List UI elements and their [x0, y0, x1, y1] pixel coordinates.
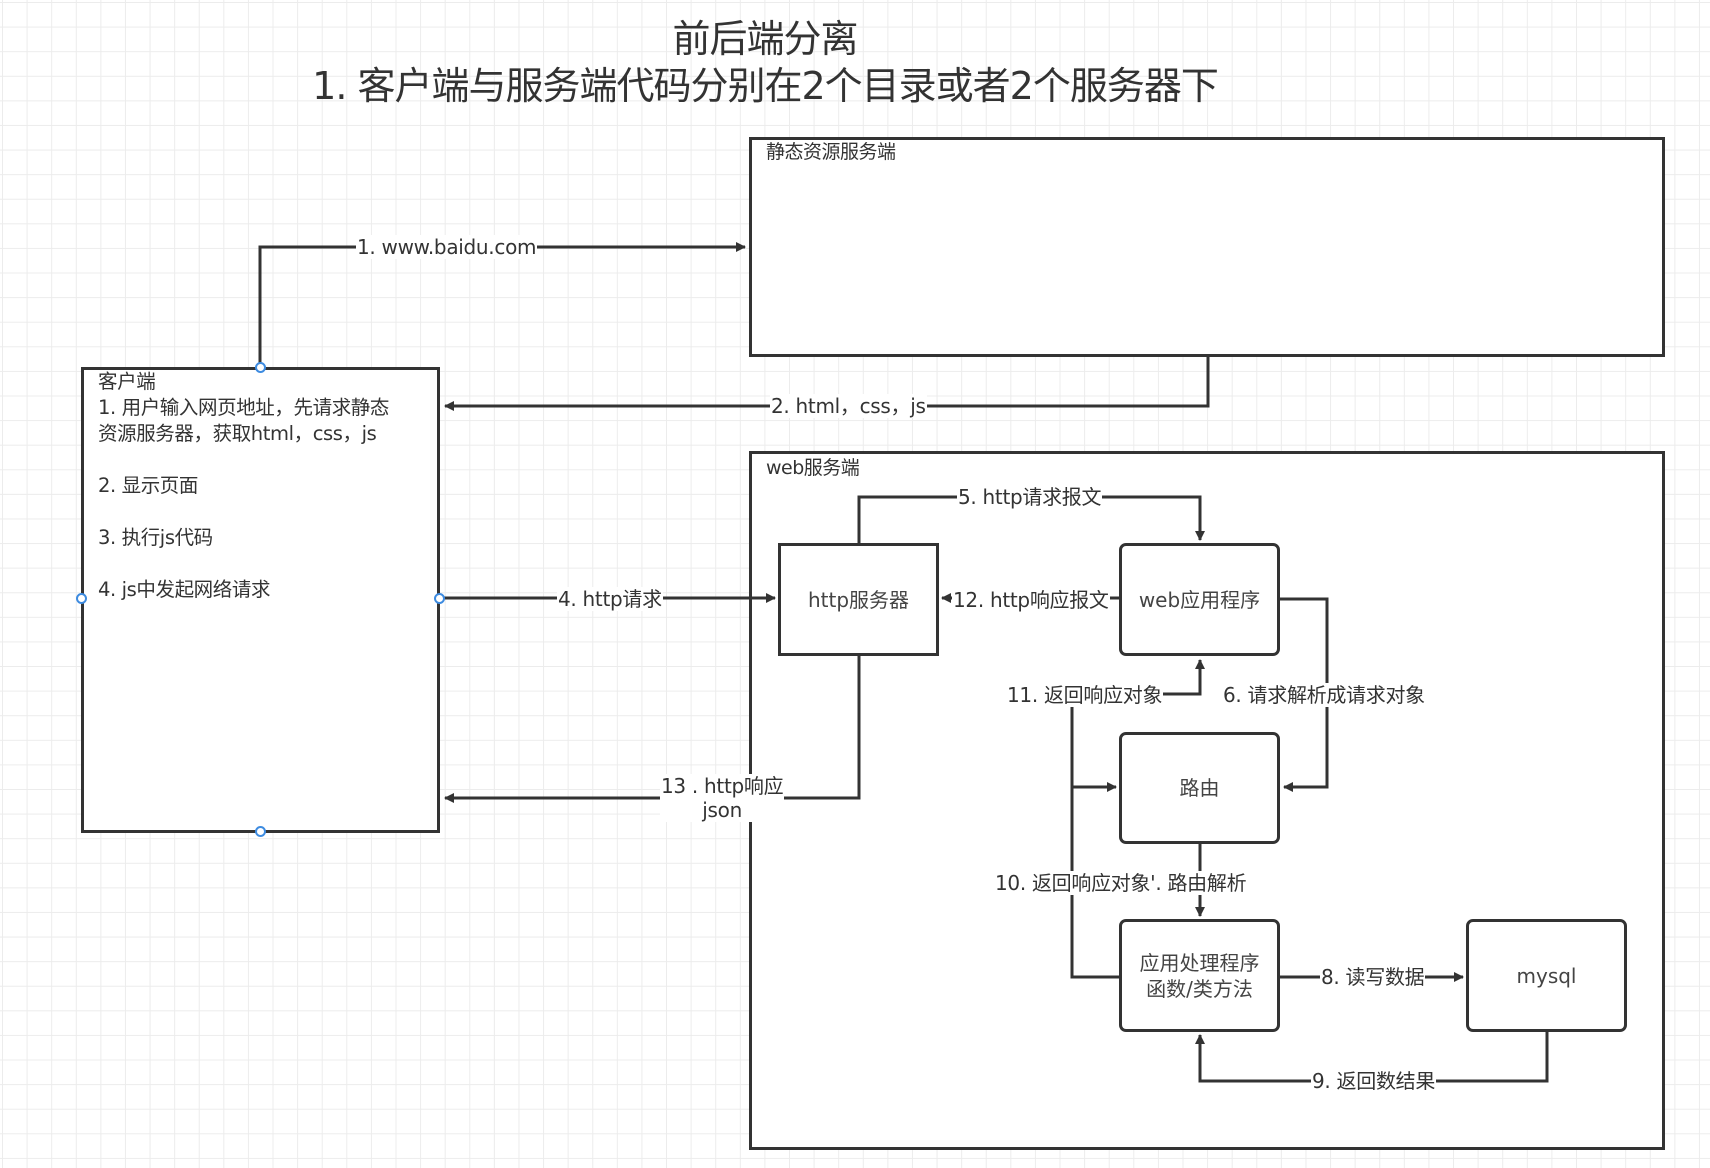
edge-2-label: 2. html，css，js — [770, 394, 927, 418]
diagram-title: 前后端分离 — [672, 17, 858, 61]
edge-11-label: 11. 返回响应对象 — [1006, 683, 1164, 707]
client-step-1b: 资源服务器，获取html，css，js — [98, 422, 377, 445]
handler-node[interactable]: 应用处理程序函数/类方法 — [1119, 919, 1280, 1032]
edge-13-label: 13 . http响应 json — [660, 774, 785, 822]
edge-13-label-line1: 13 . http响应 — [661, 774, 784, 798]
edge-1-label: 1. www.baidu.com — [356, 235, 538, 259]
mysql-node[interactable]: mysql — [1466, 919, 1627, 1032]
static-server-label: 静态资源服务端 — [766, 141, 896, 163]
http-server-node[interactable]: http服务器 — [778, 543, 939, 656]
edge-2-line — [444, 357, 1210, 411]
client-handle-left[interactable] — [76, 593, 87, 604]
web-server-label: web服务端 — [766, 457, 860, 479]
edge-1-line — [258, 242, 746, 367]
diagram-subtitle: 1. 客户端与服务端代码分别在2个目录或者2个服务器下 — [312, 64, 1219, 108]
handler-label-1: 应用处理程序 — [1139, 950, 1260, 975]
client-handle-bottom[interactable] — [255, 826, 266, 837]
edge-13-label-line2: json — [702, 798, 742, 822]
web-app-label: web应用程序 — [1138, 587, 1261, 612]
edge-6-label: 6. 请求解析成请求对象 — [1222, 683, 1426, 707]
client-step-2: 2. 显示页面 — [98, 474, 199, 497]
client-step-3: 3. 执行js代码 — [98, 526, 213, 549]
client-title: 客户端 — [98, 370, 156, 393]
edge-10-label: 10. 返回响应对象'. 路由解析 — [994, 871, 1248, 895]
edge-12-label: 12. http响应报文 — [952, 588, 1110, 612]
edge-5-label: 5. http请求报文 — [957, 485, 1103, 509]
client-step-1a: 1. 用户输入网页地址，先请求静态 — [98, 396, 390, 419]
client-step-4: 4. js中发起网络请求 — [98, 578, 271, 601]
edge-8-label: 8. 读写数据 — [1320, 965, 1426, 989]
edge-13-line — [444, 655, 861, 803]
edge-9-label: 9. 返回数结果 — [1311, 1069, 1437, 1093]
client-handle-top[interactable] — [255, 362, 266, 373]
handler-label-2: 函数/类方法 — [1146, 976, 1253, 1001]
router-label: 路由 — [1179, 776, 1220, 800]
client-text: 客户端 1. 用户输入网页地址，先请求静态 资源服务器，获取html，css，j… — [98, 369, 389, 603]
web-app-node[interactable]: web应用程序 — [1119, 543, 1280, 656]
router-node[interactable]: 路由 — [1119, 732, 1280, 844]
edge-4-label: 4. http请求 — [557, 587, 663, 611]
client-handle-right[interactable] — [434, 593, 445, 604]
http-server-label: http服务器 — [807, 587, 910, 612]
static-server-container[interactable] — [749, 137, 1665, 357]
mysql-label: mysql — [1516, 963, 1577, 988]
